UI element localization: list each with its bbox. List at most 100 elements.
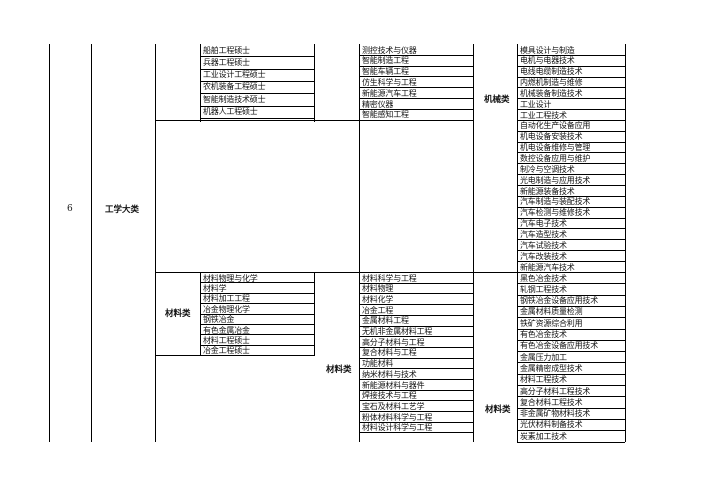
cell-rule: [517, 250, 625, 251]
rule: [314, 44, 315, 122]
table-cell: 金属材料质量检测: [520, 307, 583, 317]
cell-rule: [517, 396, 625, 397]
cell-rule: [359, 336, 473, 337]
cell-rule: [359, 304, 473, 305]
table-cell: 材料物理与化学: [203, 273, 258, 283]
table-cell: 机械装备制造技术: [520, 88, 583, 98]
table-cell: 内燃机制造与维修: [520, 78, 583, 88]
cell-rule: [517, 185, 625, 186]
cell-rule: [517, 261, 625, 262]
table-cell: 汽车电子技术: [520, 219, 567, 229]
cell-rule: [200, 118, 314, 119]
table-cell: 制冷与空调技术: [520, 164, 575, 174]
table-cell: 工业设计: [520, 99, 552, 109]
cell-rule: [200, 303, 314, 304]
table-cell: 模具设计与制造: [520, 45, 575, 55]
table-cell: 材料物理: [362, 284, 394, 294]
table-cell: 农机装备工程硕士: [203, 82, 266, 92]
cell-rule: [517, 306, 625, 307]
cell-rule: [359, 422, 473, 423]
group-label: 材料类: [326, 365, 352, 375]
table-cell: 智能车辆工程: [362, 67, 409, 77]
table-cell: 汽车检测与维修技术: [520, 208, 591, 218]
cell-rule: [517, 131, 625, 132]
cell-rule: [200, 345, 314, 346]
rule: [155, 44, 156, 442]
cell-rule: [517, 152, 625, 153]
table-cell: 冶金物理化学: [203, 304, 250, 314]
table-cell: 数控设备应用与维护: [520, 154, 591, 163]
table-cell: 精密仪器: [362, 99, 394, 109]
table-cell: 光电制造与应用技术: [520, 175, 591, 185]
cell-rule: [517, 295, 625, 296]
rule: [314, 272, 315, 356]
cell-rule: [200, 69, 314, 70]
group-label: 机械类: [484, 95, 510, 105]
cell-rule: [359, 432, 473, 433]
cell-rule: [517, 66, 625, 67]
table-cell: 机电设备安装技术: [520, 132, 583, 142]
cell-rule: [517, 207, 625, 208]
table-cell: 汽车制造与装配技术: [520, 197, 591, 207]
row-number: 6: [67, 204, 73, 214]
table-cell: 冶金工程硕士: [203, 346, 250, 356]
cell-rule: [517, 142, 625, 143]
table-cell: 船舶工程硕士: [203, 45, 250, 55]
cell-rule: [517, 329, 625, 330]
cell-rule: [359, 315, 473, 316]
table-cell: 新能源材料与器件: [362, 380, 425, 390]
cell-rule: [359, 379, 473, 380]
rule: [359, 44, 360, 442]
cell-rule: [517, 163, 625, 164]
table-cell: 粉体材料科学与工程: [362, 412, 433, 422]
cell-rule: [359, 55, 473, 56]
cell-rule: [359, 368, 473, 369]
table-cell: 有色冶金技术: [520, 330, 567, 339]
table-cell: 电线电缆制造技术: [520, 67, 583, 77]
cell-rule: [200, 282, 314, 283]
cell-rule: [517, 317, 625, 318]
rule: [473, 272, 517, 273]
table-cell: 材料学: [203, 283, 227, 293]
table-cell: 智能制造技术硕士: [203, 94, 266, 104]
table-cell: 工业工程技术: [520, 110, 567, 120]
table-cell: 汽车试验技术: [520, 240, 567, 250]
table-cell: 材料工程硕士: [203, 335, 250, 345]
table-cell: 复合材料与工程: [362, 348, 417, 358]
cell-rule: [359, 98, 473, 99]
cell-rule: [200, 93, 314, 94]
cell-rule: [517, 419, 625, 420]
cell-rule: [200, 314, 314, 315]
cell-rule: [359, 120, 473, 121]
cell-rule: [359, 390, 473, 391]
cell-rule: [359, 326, 473, 327]
cell-rule: [517, 87, 625, 88]
table-cell: 汽车改装技术: [520, 251, 567, 261]
cell-rule: [200, 81, 314, 82]
table-cell: 智能制造工程: [362, 56, 409, 66]
category-label: 工学大类: [105, 205, 140, 215]
table-cell: 高分子材料工程技术: [520, 386, 591, 396]
table-cell: 新能源汽车技术: [520, 262, 575, 272]
cell-rule: [517, 408, 625, 409]
table-cell: 冶金工程: [362, 305, 394, 315]
table-cell: 有色金属冶金: [203, 325, 250, 335]
cell-rule: [359, 411, 473, 412]
cell-rule: [517, 98, 625, 99]
table-cell: 材料科学与工程: [362, 273, 417, 283]
cell-rule: [517, 362, 625, 363]
table-cell: 有色冶金设备应用技术: [520, 341, 598, 351]
group-label: 材料类: [165, 309, 191, 319]
cell-rule: [200, 355, 314, 356]
table-cell: 轧钢工程技术: [520, 284, 567, 294]
table-cell: 新能源汽车工程: [362, 88, 417, 98]
cell-rule: [517, 196, 625, 197]
cell-rule: [200, 106, 314, 107]
table-cell: 光伏材料制备技术: [520, 420, 583, 430]
cell-rule: [517, 109, 625, 110]
cell-rule: [200, 324, 314, 325]
rule: [91, 44, 92, 442]
cell-rule: [359, 358, 473, 359]
cell-rule: [517, 374, 625, 375]
table-cell: 测控技术与仪器: [362, 45, 417, 55]
